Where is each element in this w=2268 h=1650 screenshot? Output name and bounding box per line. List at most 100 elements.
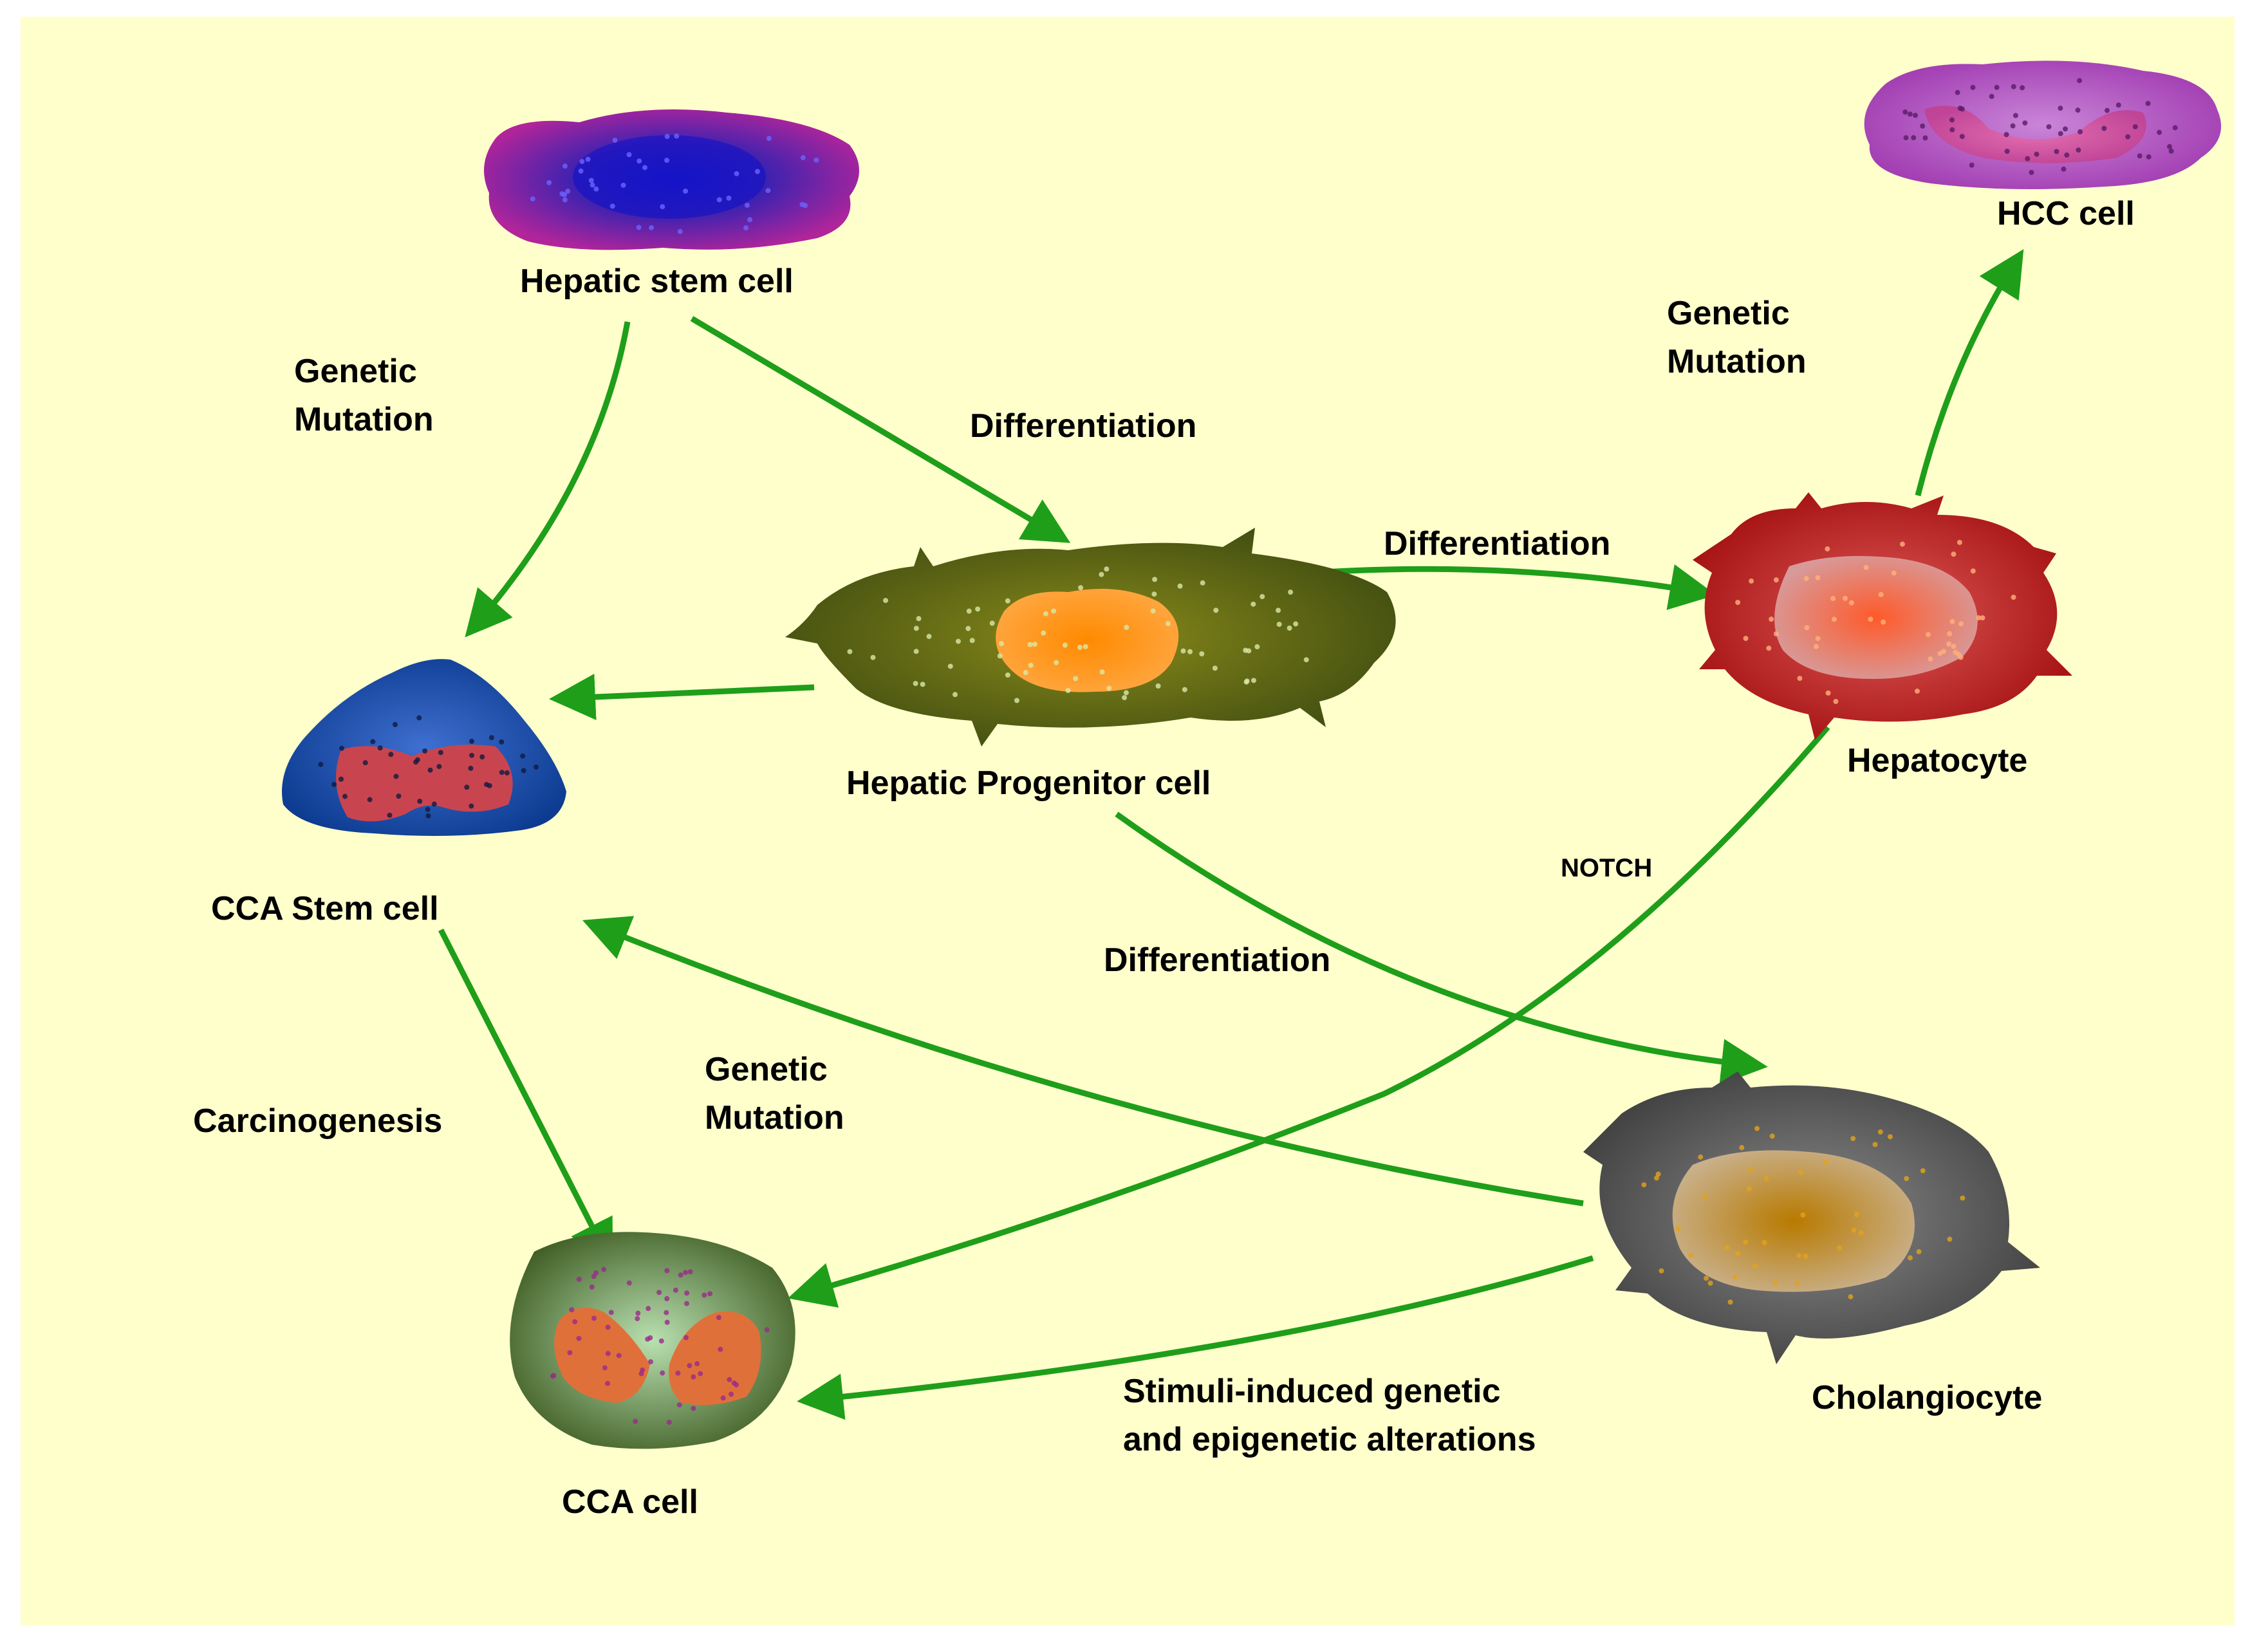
cell-texture-dot xyxy=(1830,596,1836,602)
cell-texture-dot xyxy=(1803,576,1809,582)
arrow-stem-to-cca-stem xyxy=(465,321,631,638)
cell-texture-dot xyxy=(2061,166,2067,172)
cell-texture-dot xyxy=(649,225,655,230)
cell-texture-dot xyxy=(1854,1212,1859,1218)
cell-texture-dot xyxy=(1772,1280,1778,1286)
cell-texture-dot xyxy=(562,197,568,203)
cell-texture-dot xyxy=(1970,84,1976,90)
cell-texture-dot xyxy=(1303,657,1309,663)
cell-texture-dot xyxy=(1913,113,1919,118)
cell-texture-dot xyxy=(698,1371,703,1377)
cell-texture-dot xyxy=(635,1316,640,1322)
cell-texture-dot xyxy=(2063,126,2068,132)
cell-texture-dot xyxy=(487,783,492,788)
cell-texture-dot xyxy=(1960,1195,1966,1201)
cell-texture-dot xyxy=(468,765,474,771)
cell-texture-dot xyxy=(734,1382,739,1387)
cell-texture-dot xyxy=(2034,151,2040,157)
cell-texture-dot xyxy=(1881,619,1886,625)
cell-texture-dot xyxy=(362,760,368,766)
cell-texture-dot xyxy=(664,133,670,139)
cell-texture-dot xyxy=(683,1301,689,1306)
cell-texture-dot xyxy=(488,735,494,741)
cell-texture-dot xyxy=(1843,595,1848,601)
cell-texture-dot xyxy=(1949,618,1955,624)
cell-texture-dot xyxy=(1727,1299,1733,1305)
cell-texture-dot xyxy=(675,1370,681,1376)
cell-texture-dot xyxy=(1027,642,1033,647)
cell-texture-dot xyxy=(1920,123,1926,129)
cell-texture-dot xyxy=(425,806,431,812)
cell-texture-dot xyxy=(612,137,618,143)
cell-texture-dot xyxy=(969,638,975,644)
label-hepatocyte: Hepatocyte xyxy=(1847,742,2028,779)
cell-texture-dot xyxy=(1946,641,1952,647)
cell-texture-dot xyxy=(2012,113,2018,118)
cell-texture-dot xyxy=(626,1280,632,1286)
cell-texture-dot xyxy=(1773,577,1779,583)
cell-texture-dot xyxy=(578,168,584,174)
cell-texture-dot xyxy=(955,638,961,644)
cell-texture-dot xyxy=(1005,598,1010,604)
cell-texture-dot xyxy=(1902,109,1908,115)
cell-texture-dot xyxy=(683,189,689,194)
edge-label-stimuli-induced: Stimuli-induced genetic and epigenetic a… xyxy=(1123,1373,1536,1459)
cell-texture-dot xyxy=(1920,1168,1926,1174)
cell-texture-dot xyxy=(2146,154,2152,160)
cell-texture-dot xyxy=(953,692,958,698)
cell-texture-dot xyxy=(646,1306,651,1312)
cell-texture-dot xyxy=(645,1336,651,1342)
cell-texture-dot xyxy=(2105,107,2110,113)
cell-texture-dot xyxy=(1899,541,1905,547)
cell-texture-dot xyxy=(1914,688,1920,694)
cell-texture-dot xyxy=(431,801,437,807)
cell-texture-dot xyxy=(1980,615,1985,621)
cell-texture-dot xyxy=(2022,120,2028,126)
cell-texture-dot xyxy=(997,653,1003,659)
cell-texture-dot xyxy=(1641,1182,1647,1188)
cell-texture-dot xyxy=(1763,1176,1769,1182)
edge-label-stem-to-progenitor: Differentiation xyxy=(970,407,1197,445)
cell-texture-dot xyxy=(1106,685,1112,691)
cell-texture-dot xyxy=(1989,93,1994,99)
cell-texture-dot xyxy=(1850,1136,1856,1142)
cell-texture-dot xyxy=(1951,644,1957,649)
label-cca-cell: CCA cell xyxy=(562,1483,698,1521)
cell-texture-dot xyxy=(743,225,749,231)
cell-texture-dot xyxy=(533,764,539,770)
cell-texture-dot xyxy=(2077,129,2083,134)
cell-texture-dot xyxy=(1104,566,1110,572)
edge-label-carcinogenesis: Carcinogenesis xyxy=(193,1102,443,1140)
cell-texture-dot xyxy=(1735,1250,1741,1256)
cell-texture-dot xyxy=(1825,546,1830,552)
cell-texture-dot xyxy=(1947,631,1953,636)
cell-texture-dot xyxy=(989,620,995,626)
cell-texture-dot xyxy=(608,1310,614,1315)
cell-texture-dot xyxy=(1831,616,1837,622)
cell-texture-dot xyxy=(416,715,422,721)
cell-texture-dot xyxy=(2003,132,2009,138)
cell-texture-dot xyxy=(2054,149,2059,154)
cell-texture-dot xyxy=(377,745,383,751)
cell-texture-dot xyxy=(1005,672,1010,678)
cell-texture-dot xyxy=(1655,1171,1661,1177)
cell-texture-dot xyxy=(658,1338,664,1344)
cell-texture-dot xyxy=(1848,1294,1854,1300)
cell-texture-dot xyxy=(605,1380,611,1386)
cell-texture-dot xyxy=(1041,630,1046,636)
cell-texture-dot xyxy=(2046,124,2052,129)
cell-texture-dot xyxy=(414,757,420,763)
cell-texture-dot xyxy=(1754,1126,1760,1131)
cell-texture-dot xyxy=(636,225,642,230)
cell-texture-dot xyxy=(1848,600,1854,606)
cell-texture-dot xyxy=(766,136,772,142)
cell-texture-dot xyxy=(1837,1245,1843,1251)
cell-texture-dot xyxy=(1752,1263,1758,1269)
edge-label-progenitor-to-hepatocyte: Differentiation xyxy=(1384,525,1611,562)
cell-texture-dot xyxy=(1887,1134,1893,1140)
cell-texture-dot xyxy=(2004,149,2010,154)
cholangiocyte-icon xyxy=(1583,1071,2040,1364)
cell-texture-dot xyxy=(1155,683,1161,689)
cell-texture-dot xyxy=(1704,1275,1709,1281)
cell-texture-dot xyxy=(1099,669,1105,675)
